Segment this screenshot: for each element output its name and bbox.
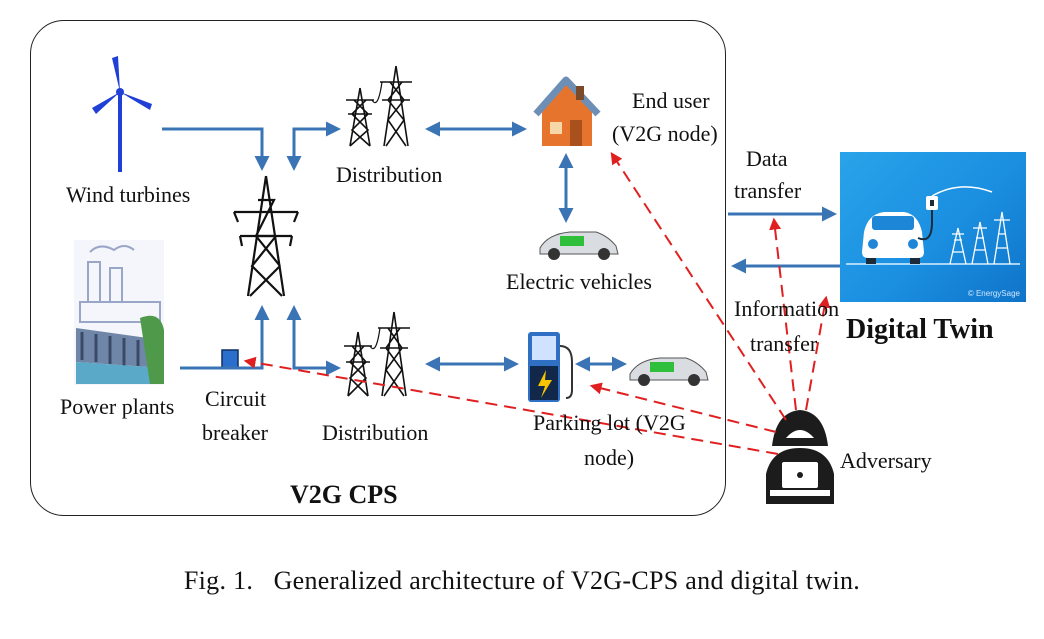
distribution-bottom-label: Distribution [322, 420, 429, 445]
dt-watermark: © EnergySage [967, 289, 1020, 298]
power-flow-arrows [162, 121, 840, 376]
distribution-bottom-towers-icon [344, 311, 410, 397]
wind-turbine-icon [92, 56, 152, 172]
circuit-breaker-label-line1: Circuit [205, 386, 267, 411]
parked-vehicle-icon [629, 357, 709, 386]
information-transfer-label-line1: Information [734, 296, 840, 321]
circuit-breaker-icon [221, 349, 239, 369]
distribution-top-label: Distribution [336, 162, 443, 187]
v2g-cps-boundary [30, 20, 726, 516]
wind-to-tower-arrow [162, 127, 270, 171]
digital-twin-title: Digital Twin [846, 314, 994, 345]
attack-to-end-user-arrow [610, 151, 787, 421]
data-transfer-label-line2: transfer [734, 178, 802, 203]
dt-car-icon [862, 212, 924, 264]
dt-plug-icon [926, 196, 938, 210]
end-user-label-line1: End user [632, 88, 710, 113]
adversary-icon [766, 410, 834, 504]
electric-vehicles-label: Electric vehicles [506, 269, 652, 294]
power-plants-label: Power plants [60, 394, 175, 419]
tower-to-top-distribution-arrow [286, 121, 341, 171]
end-user-label-line2: (V2G node) [612, 121, 718, 146]
dt-power-line [931, 186, 993, 197]
parking-lot-label-line1: Parking lot (V2G [533, 410, 686, 435]
plant-to-tower-arrow [180, 305, 270, 370]
house-icon [533, 76, 601, 146]
dt-pylons-icon [949, 211, 1011, 265]
attack-to-parking-arrow [589, 382, 777, 433]
adversary-label: Adversary [840, 448, 932, 473]
attack-to-data-transfer-arrow [769, 217, 797, 411]
transmission-tower-icon [232, 175, 300, 297]
distribution-top-towers-icon [346, 65, 412, 147]
data-transfer-label-line1: Data [746, 146, 788, 171]
information-transfer-label-line2: transfer [750, 331, 818, 356]
attack-arrows [243, 151, 831, 455]
power-plant-icon [74, 240, 164, 385]
parking-lot-label-line2: node) [584, 445, 635, 470]
digital-twin-illustration [846, 186, 1020, 265]
charging-station-icon [528, 332, 573, 402]
cps-title: V2G CPS [290, 480, 398, 509]
dt-cable [917, 208, 933, 241]
attack-to-breaker-arrow [243, 356, 779, 455]
circuit-breaker-label-line2: breaker [202, 420, 268, 445]
tower-to-bottom-distribution-arrow [286, 305, 341, 376]
wind-turbines-label: Wind turbines [66, 182, 191, 207]
digital-twin-panel: © EnergySage [840, 152, 1026, 302]
figure-caption: Fig. 1. Generalized architecture of V2G-… [183, 566, 861, 595]
electric-vehicle-icon [539, 231, 619, 260]
